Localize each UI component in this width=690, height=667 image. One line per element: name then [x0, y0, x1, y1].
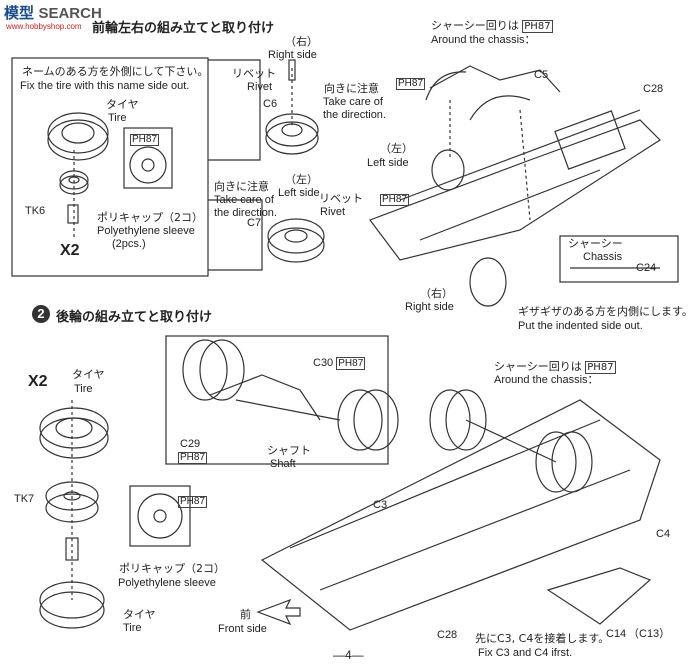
front-side-jp: 前: [240, 608, 251, 621]
part-c4: C4: [656, 528, 671, 540]
chassis-box-en: Chassis: [583, 251, 623, 263]
part-c28-step2: C28: [437, 629, 458, 641]
part-c13: （C13）: [628, 628, 671, 640]
right-side-jp: （右）: [285, 35, 318, 48]
wheel-part-tk7: TK7: [14, 493, 35, 505]
tire-label-jp: タイヤ: [106, 98, 139, 111]
step2-number: 2: [32, 305, 50, 323]
chassis-around-jp-2-text: シャーシー回りは: [494, 360, 582, 373]
tire-label-en: Tire: [108, 112, 127, 124]
part-c24: C24: [636, 262, 657, 274]
part-c5: C5: [534, 69, 549, 81]
tire-note-en: Fix the tire with this name side out.: [20, 80, 190, 92]
shaft-en: Shaft: [270, 458, 296, 470]
part-c30-text: C30: [313, 357, 334, 369]
left-side2-jp: （左）: [380, 142, 413, 155]
indent-note-en: Put the indented side out.: [518, 320, 643, 332]
care-jp-2: 向きに注意: [214, 180, 269, 193]
part-c7: C7: [247, 217, 262, 229]
fix-note-jp: 先にC3, C4を接着します。: [475, 632, 610, 645]
ph-badge-chassis-1: PH87: [522, 20, 553, 33]
poly-qty: (2pcs.): [112, 238, 146, 250]
watermark-logo: 模型 SEARCH: [4, 2, 102, 23]
ph-badge-step1: PH87: [130, 134, 160, 146]
step1-tire-box: [11, 57, 209, 277]
chassis-around-en-2: Around the chassis：: [494, 374, 599, 386]
tire-note-jp: ネームのある方を外側にして下さい。: [22, 65, 209, 78]
step2-title: 後輪の組み立てと取り付け: [56, 310, 213, 325]
chassis-around-jp-2: シャーシー回りは PH87: [494, 360, 616, 374]
part-c14: C14: [606, 628, 627, 640]
ph-badge-c5: PH87: [396, 78, 426, 90]
wheel-part-tk6: TK6: [25, 205, 46, 217]
rear-tire-jp: タイヤ: [72, 368, 105, 381]
rear-poly-jp: ポリキャップ（2コ）: [119, 562, 225, 575]
times-two-step1: X2: [60, 242, 80, 259]
poly-label-en: Polyethylene sleeve: [97, 225, 195, 237]
care-en2-2: the direction.: [214, 207, 277, 219]
front-side-en: Front side: [218, 623, 267, 635]
left-side-jp: （左）: [285, 173, 318, 186]
chassis-around-jp-1-text: シャーシー回りは: [431, 19, 519, 32]
part-c29: C29: [180, 438, 201, 450]
watermark-logo-text: 模型: [4, 4, 35, 22]
chassis-box-jp: シャーシー: [568, 237, 623, 250]
part-c30: C30 PH87: [313, 357, 366, 370]
ph-badge-c30: PH87: [336, 357, 366, 370]
chassis-around-en-1: Around the chassis：: [431, 34, 536, 46]
watermark-url: www.hobbyshop.com: [6, 22, 82, 31]
fix-note-en: Fix C3 and C4 ifrst.: [478, 647, 573, 659]
rear-poly-en: Polyethylene sleeve: [118, 577, 216, 589]
right-side2-en: Right side: [405, 301, 454, 313]
step1-title: 前輪左右の組み立てと取り付け: [92, 21, 275, 36]
indent-note-jp: ギザギザのある方を内側にします。: [518, 305, 690, 318]
care-en2-1: the direction.: [323, 109, 386, 121]
ph-badge-step2: PH87: [178, 496, 208, 508]
rear-tire-en: Tire: [74, 383, 93, 395]
care-en1-2: Take care of: [214, 194, 274, 206]
part-c6: C6: [263, 98, 278, 110]
ph-badge-chassis-2: PH87: [585, 361, 616, 374]
chassis-around-jp-1: シャーシー回りは PH87: [431, 19, 553, 33]
part-c3: C3: [373, 499, 388, 511]
left-side2-en: Left side: [367, 157, 409, 169]
shaft-jp: シャフト: [267, 444, 311, 457]
ph-badge-c29: PH87: [178, 452, 208, 464]
care-jp-1: 向きに注意: [324, 82, 379, 95]
care-en1-1: Take care of: [323, 96, 383, 108]
rear-tire2-jp: タイヤ: [123, 608, 156, 621]
rear-tire2-en: Tire: [123, 622, 142, 634]
right-side-en: Right side: [268, 49, 317, 61]
rivet-en-2: Rivet: [320, 206, 346, 218]
page-number: —4—: [333, 648, 364, 662]
ph-badge-left: PH87: [380, 194, 410, 206]
poly-label-jp: ポリキャップ（2コ）: [97, 211, 203, 224]
right-side2-jp: （右）: [420, 287, 453, 300]
left-side-en: Left side: [278, 187, 320, 199]
part-c28-step1: C28: [643, 83, 664, 95]
rivet-jp-1: リベット: [232, 67, 276, 80]
rivet-jp-2: リベット: [319, 192, 363, 205]
rivet-en-1: Rivet: [247, 81, 273, 93]
watermark-text: SEARCH: [38, 5, 102, 22]
times-two-step2: X2: [28, 373, 48, 390]
